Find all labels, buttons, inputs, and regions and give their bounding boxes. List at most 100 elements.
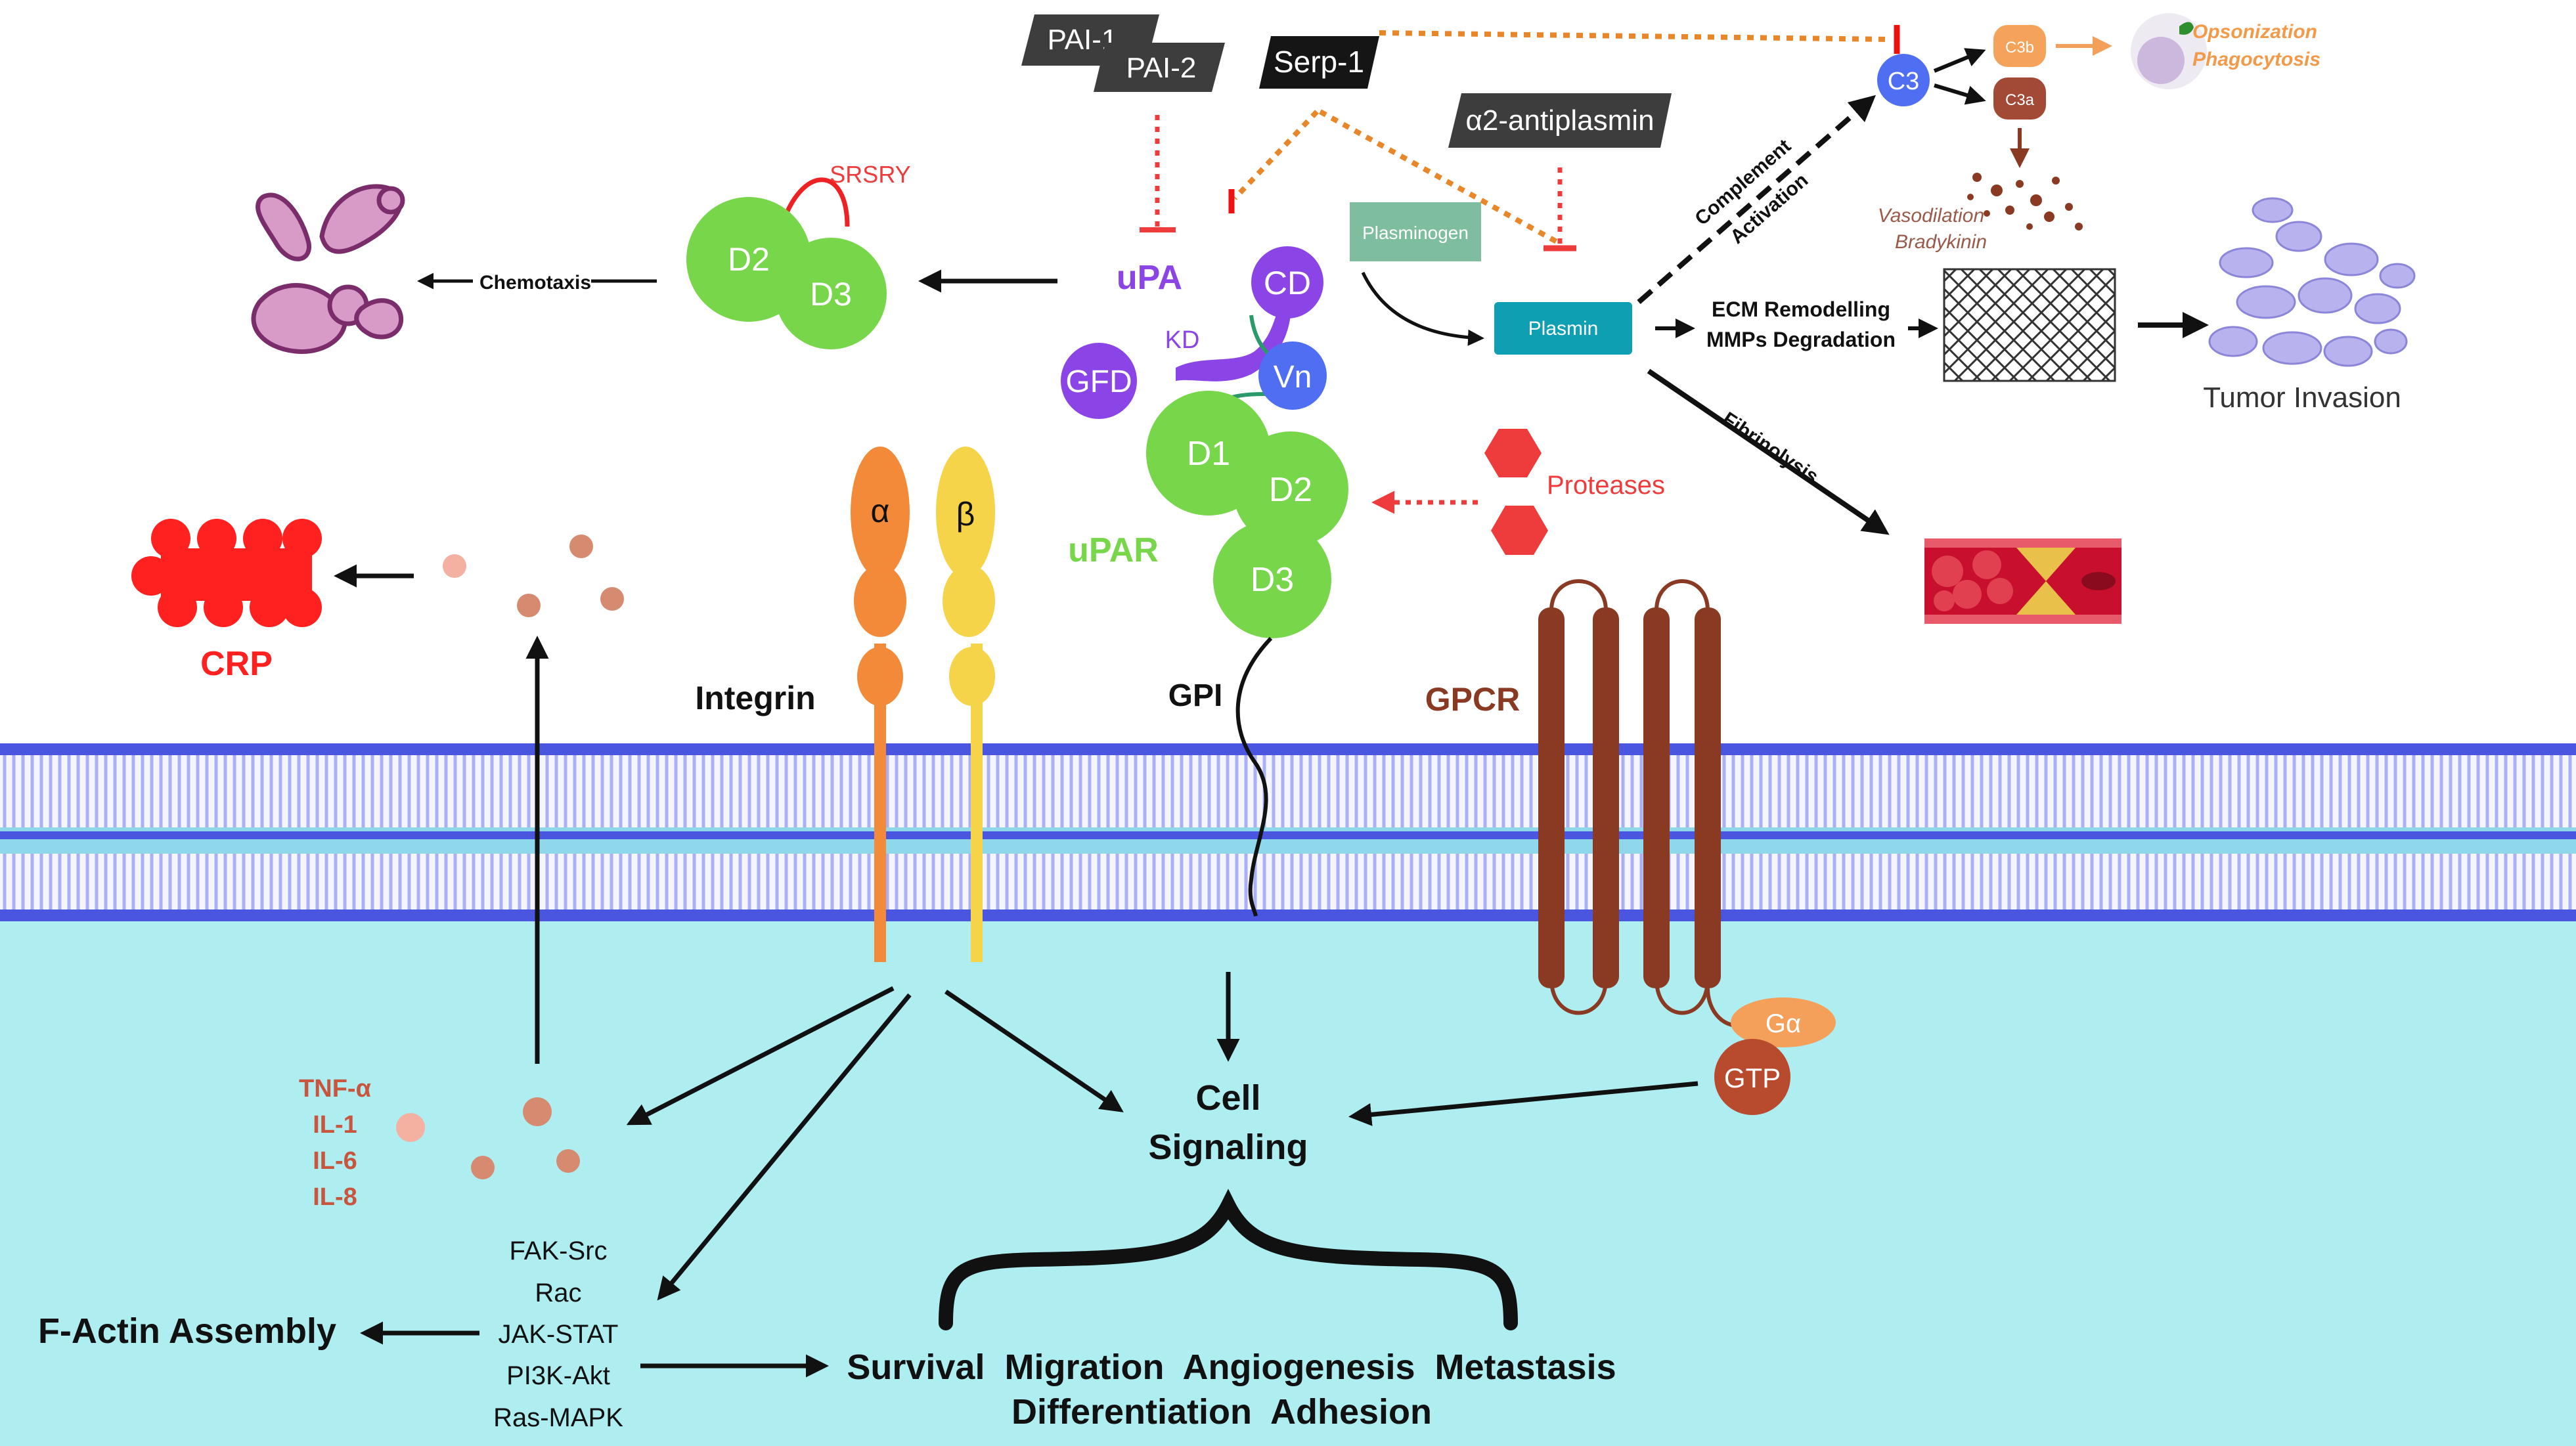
plasminogen-box xyxy=(1350,202,1481,261)
cytokine-il1: IL-1 xyxy=(313,1111,357,1139)
galpha-label: Gα xyxy=(1765,1009,1801,1038)
serp1-to-plasmin-line xyxy=(1319,109,1558,244)
supar-d2-label: D2 xyxy=(728,241,770,278)
c3a-node xyxy=(1993,77,2046,120)
fibrinolysis: Fibrinolysis xyxy=(1647,368,2121,624)
bradykinin-label: Bradykinin xyxy=(1895,231,1987,253)
serp1-label: Serp-1 xyxy=(1274,45,1364,79)
cytokine-il8: IL-8 xyxy=(313,1183,357,1211)
secreted-cytokine-4 xyxy=(600,587,624,611)
beta-label: β xyxy=(956,496,975,533)
membrane-head-row-bottom xyxy=(0,909,2576,921)
d1-label: D1 xyxy=(1187,435,1230,473)
gpcr-intracellular-loop-1 xyxy=(1549,978,1608,1015)
upa-label: uPA xyxy=(1117,259,1182,297)
vasodilation-particles-icon xyxy=(1967,173,2083,230)
supar-d3-label: D3 xyxy=(810,276,852,313)
gpi-anchor xyxy=(1235,636,1273,917)
upar-receptor: D1 D2 D3 Vn uPAR GPI xyxy=(1068,315,1348,917)
plasmin-activation: Plasminogen Plasmin xyxy=(1350,202,1632,355)
serp1-to-upa-line xyxy=(1233,110,1319,200)
gtp-label: GTP xyxy=(1724,1063,1781,1093)
vn-label: Vn xyxy=(1274,360,1312,395)
d3-label: D3 xyxy=(1251,561,1294,599)
proteases-label: Proteases xyxy=(1547,471,1665,500)
integrin-alpha-head xyxy=(851,447,910,578)
intracellular-cytokines: TNF-α IL-1 IL-6 IL-8 xyxy=(299,1075,580,1211)
serp1-box xyxy=(1259,36,1379,89)
supar-d3-domain xyxy=(775,238,887,349)
upa-cd-domain xyxy=(1251,246,1323,318)
secreted-cytokine-2 xyxy=(569,535,593,558)
integrin-beta-head xyxy=(936,447,995,578)
c3b-label: C3b xyxy=(2005,39,2034,56)
gtp-node xyxy=(1714,1039,1790,1115)
integrin-receptor: α β Integrin xyxy=(695,447,995,962)
upar-label: uPAR xyxy=(1068,531,1159,569)
pathway-ras-mapk: Ras-MAPK xyxy=(493,1403,623,1432)
gpcr-extracellular-loop-2 xyxy=(1654,579,1710,611)
secreted-cytokine-1 xyxy=(443,554,466,578)
soluble-upar-fragment: SRSRY D2 D3 Chemotaxis xyxy=(251,161,911,354)
protease-hexagon-bottom xyxy=(1491,506,1548,555)
phagocytosis-label: Phagocytosis xyxy=(2192,49,2321,70)
outcomes-line1: Survival Migration Angiogenesis Metastas… xyxy=(847,1347,1616,1387)
membrane-lower-leaflet xyxy=(0,854,2576,916)
gpcr-label: GPCR xyxy=(1425,681,1520,718)
cytokine-particle-1 xyxy=(396,1113,425,1142)
plasminogen-to-plasmin-arrow xyxy=(1361,271,1484,346)
integrin-alpha-low xyxy=(857,647,903,706)
cytokine-particle-2 xyxy=(523,1097,552,1126)
integrin-label: Integrin xyxy=(695,680,815,716)
gpcr-helix-2 xyxy=(1593,607,1619,988)
ecm-remodelling: ECM Remodelling MMPs Degradation Tumor I… xyxy=(1655,197,2416,414)
phagocyte-icon xyxy=(2131,13,2207,89)
gpcr-intracellular-loop-2 xyxy=(1654,978,1710,1015)
pai2-box xyxy=(1094,43,1225,92)
ecm-mesh-icon xyxy=(1943,268,2116,382)
gpi-label: GPI xyxy=(1168,678,1223,713)
signaling-label: Signaling xyxy=(1149,1128,1308,1167)
integrin-alpha-mid xyxy=(854,565,906,637)
gpcr-helix-1 xyxy=(1538,607,1565,988)
plasmin-to-c3-arrow xyxy=(1637,95,1876,305)
d2-domain xyxy=(1233,431,1348,547)
crp-label: CRP xyxy=(200,645,273,683)
cytokine-particle-4 xyxy=(556,1149,580,1173)
pathway-pi3k-akt: PI3K-Akt xyxy=(506,1361,610,1390)
cytokine-particle-3 xyxy=(471,1156,495,1179)
outcome-brace xyxy=(939,1189,1518,1330)
secreted-cytokine-3 xyxy=(517,594,541,617)
c3-to-c3a-arrow xyxy=(1934,83,1986,105)
cell-label: Cell xyxy=(1195,1078,1260,1118)
membrane-head-row-middle xyxy=(0,831,2576,839)
cytokine-il6: IL-6 xyxy=(313,1147,357,1175)
integrin-to-cytokines-arrow xyxy=(626,986,895,1126)
crp-pentamer-icon xyxy=(131,519,322,627)
kd-label: KD xyxy=(1165,326,1200,354)
opsonization-label: Opsonization xyxy=(2192,21,2317,43)
proteases: Proteases xyxy=(1371,429,1665,555)
d3-domain xyxy=(1213,520,1331,638)
pai-inhibitors: PAI-1 PAI-2 xyxy=(1021,14,1225,232)
d2-label: D2 xyxy=(1269,471,1312,509)
tumor-cells-icon xyxy=(2208,197,2416,367)
ecm-remodelling-label: ECM Remodelling xyxy=(1712,297,1890,321)
membrane-head-row-top xyxy=(0,743,2576,755)
serp1-inhibitor: Serp-1 xyxy=(1228,25,1900,244)
a2antiplasmin-label: α2-antiplasmin xyxy=(1465,104,1654,137)
protease-hexagon-top xyxy=(1484,429,1542,477)
gpcr-receptor: GPCR Gα GTP xyxy=(1348,579,1836,1126)
tumor-invasion-label: Tumor Invasion xyxy=(2203,382,2401,414)
serp1-to-c3-line xyxy=(1379,30,1892,42)
complement-activation: Complement Activation xyxy=(1637,95,1876,305)
srsry-label: SRSRY xyxy=(830,161,910,188)
migrating-cells-icon xyxy=(251,184,405,354)
cd-label: CD xyxy=(1264,265,1311,301)
plasmin-to-vessel-arrow xyxy=(1647,368,1890,535)
integrin-alpha-stalk xyxy=(874,644,886,962)
integrin-to-signaling-arrow xyxy=(944,990,1124,1112)
outcomes-line2: Differentiation Adhesion xyxy=(1011,1392,1432,1432)
c3-node xyxy=(1877,54,1930,106)
